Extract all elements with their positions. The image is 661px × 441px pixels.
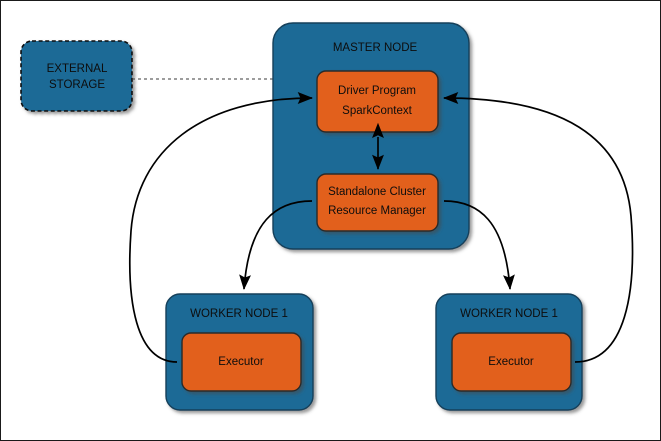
external-storage-box — [20, 40, 133, 112]
executor-left-box[interactable]: Executor — [181, 332, 302, 392]
driver-program-label-line2: SparkContext — [342, 105, 412, 117]
arrow-manager-to-right-worker — [443, 200, 515, 291]
driver-program-label-line1: Driver Program — [338, 85, 416, 97]
external-storage-node[interactable]: EXTERNAL STORAGE — [20, 40, 133, 112]
external-storage-label-line2: STORAGE — [49, 79, 105, 91]
arrow-right-executor-to-driver — [442, 92, 634, 363]
driver-program-rect — [316, 70, 439, 133]
cluster-resource-manager-label-line1: Standalone Cluster — [328, 186, 426, 198]
executor-left-rect — [181, 332, 302, 392]
executor-right-rect — [451, 332, 572, 392]
worker-node-right-title: WORKER NODE 1 — [460, 308, 558, 320]
driver-program-box[interactable]: Driver Program SparkContext — [316, 70, 439, 133]
cluster-resource-manager-rect — [316, 173, 439, 232]
external-storage-label-line1: EXTERNAL — [47, 63, 108, 75]
cluster-resource-manager-box[interactable]: Standalone Cluster Resource Manager — [316, 173, 439, 232]
arrow-driver-to-left-executor — [128, 92, 314, 363]
cluster-resource-manager-label-line2: Resource Manager — [328, 205, 426, 217]
executor-right-box[interactable]: Executor — [451, 332, 572, 392]
worker-node-left-title: WORKER NODE 1 — [190, 308, 288, 320]
executor-left-label: Executor — [218, 356, 264, 368]
master-node-title: MASTER NODE — [333, 42, 418, 54]
executor-right-label: Executor — [488, 356, 534, 368]
arrow-manager-to-left-worker — [239, 200, 313, 291]
